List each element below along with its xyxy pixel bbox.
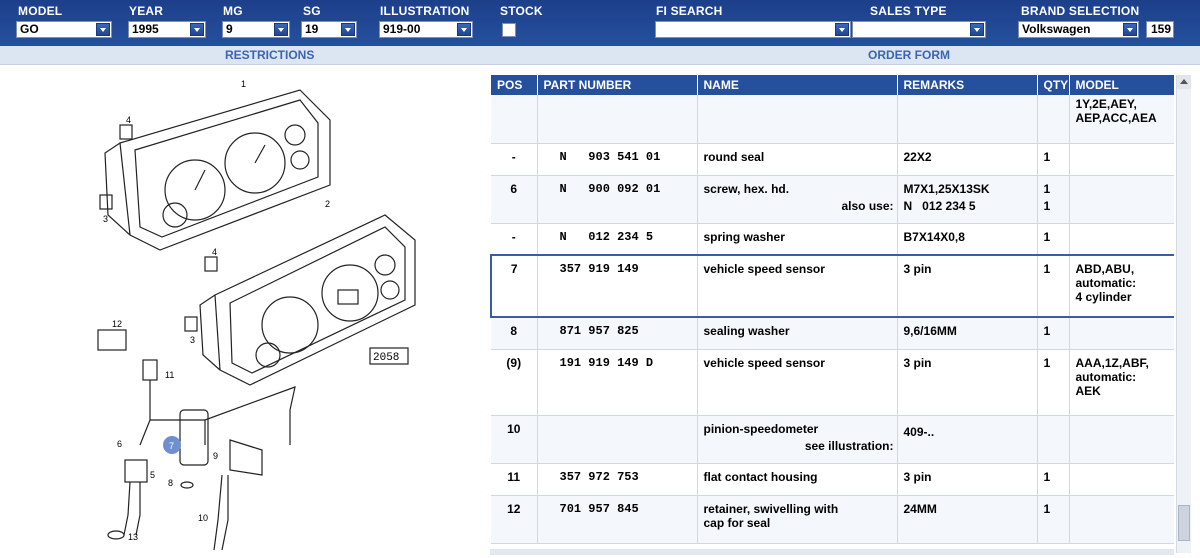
section-header-bar: RESTRICTIONS ORDER FORM: [0, 46, 1200, 65]
fi-search-select[interactable]: [655, 21, 851, 38]
vertical-scrollbar[interactable]: [1176, 75, 1191, 553]
table-row[interactable]: 6 N 900 092 01 screw, hex. hd. also use:…: [491, 175, 1174, 224]
scrollbar-thumb[interactable]: [1178, 505, 1190, 541]
sales-type-select[interactable]: [852, 21, 986, 38]
callout-3b: 3: [190, 335, 195, 345]
brand-code-field[interactable]: 159: [1146, 21, 1174, 38]
chevron-down-icon[interactable]: [190, 23, 204, 36]
col-header-name[interactable]: NAME: [697, 75, 898, 95]
year-label: YEAR: [129, 4, 164, 18]
sg-label: SG: [303, 4, 321, 18]
callout-11: 11: [165, 370, 174, 380]
callout-10: 10: [198, 513, 208, 523]
model-label: MODEL: [18, 4, 63, 18]
callout-7-marker[interactable]: 7: [169, 441, 174, 451]
fi-search-label: FI SEARCH: [656, 4, 723, 18]
callout-2: 2: [325, 199, 330, 209]
sales-type-label: SALES TYPE: [870, 4, 947, 18]
chevron-down-icon[interactable]: [96, 23, 110, 36]
callout-13: 13: [128, 532, 138, 542]
table-row[interactable]: 1Y,2E,AEY, AEP,ACC,AEA: [491, 95, 1174, 144]
sg-select[interactable]: 19: [301, 21, 357, 38]
chevron-down-icon[interactable]: [274, 23, 288, 36]
order-form-heading: ORDER FORM: [868, 48, 950, 62]
table-row[interactable]: 8 871 957 825 sealing washer 9,6/16MM 1: [491, 317, 1174, 350]
scroll-up-icon[interactable]: [1177, 75, 1191, 89]
chevron-down-icon[interactable]: [835, 23, 849, 36]
chevron-down-icon[interactable]: [457, 23, 471, 36]
chevron-down-icon[interactable]: [341, 23, 355, 36]
stock-checkbox[interactable]: [502, 23, 516, 37]
parts-illustration: 1 2 3 3 4 4 5 6 7 8 9 10 11 12 13 2058 7: [0, 65, 488, 555]
col-header-remarks[interactable]: REMARKS: [897, 75, 1038, 95]
model-select[interactable]: GO: [16, 21, 112, 38]
callout-3: 3: [103, 214, 108, 224]
filter-bar: MODEL GO YEAR 1995 MG 9 SG 19 ILLUSTRATI…: [0, 0, 1200, 46]
col-header-part-number[interactable]: PART NUMBER: [537, 75, 698, 95]
col-header-qty[interactable]: QTY: [1037, 75, 1070, 95]
illustration-select[interactable]: 919-00: [379, 21, 473, 38]
callout-12: 12: [112, 319, 122, 329]
col-header-pos[interactable]: POS: [491, 75, 538, 95]
callout-9: 9: [213, 451, 218, 461]
mg-select[interactable]: 9: [222, 21, 290, 38]
mg-label: MG: [223, 4, 243, 18]
table-row[interactable]: - N 012 234 5 spring washer B7X14X0,8 1: [491, 223, 1174, 256]
table-row[interactable]: 12 701 957 845 retainer, swivelling with…: [491, 495, 1174, 544]
callout-4: 4: [126, 115, 131, 125]
callout-1: 1: [241, 79, 246, 89]
table-row[interactable]: 10 pinion-speedometer see illustration: …: [491, 415, 1174, 464]
order-form-table: POS PART NUMBER NAME REMARKS QTY MODEL 1…: [490, 75, 1174, 553]
highlight-callout-marker: [163, 436, 181, 454]
col-header-model[interactable]: MODEL: [1069, 75, 1174, 95]
table-header: POS PART NUMBER NAME REMARKS QTY MODEL: [491, 75, 1174, 95]
stock-label: STOCK: [500, 4, 543, 18]
brand-select[interactable]: Volkswagen: [1018, 21, 1139, 38]
table-row[interactable]: - N 903 541 01 round seal 22X2 1: [491, 143, 1174, 176]
table-row[interactable]: 11 357 972 753 flat contact housing 3 pi…: [491, 463, 1174, 496]
instrument-cluster-drawing: 1 2 3 3 4 4 5 6 7 8 9 10 11 12 13 2058 7: [97, 79, 416, 551]
illustration-label: ILLUSTRATION: [380, 4, 470, 18]
table-row[interactable]: (9) 191 919 149 D vehicle speed sensor 3…: [491, 349, 1174, 416]
restrictions-heading: RESTRICTIONS: [225, 48, 315, 62]
callout-4b: 4: [212, 247, 217, 257]
callout-8: 8: [168, 478, 173, 488]
table-row-selected[interactable]: 7 357 919 149 vehicle speed sensor 3 pin…: [490, 254, 1174, 318]
callout-6: 6: [117, 439, 122, 449]
chevron-down-icon[interactable]: [1123, 23, 1137, 36]
year-select[interactable]: 1995: [128, 21, 206, 38]
horizontal-scrollbar[interactable]: [490, 549, 1174, 555]
brand-selection-label: BRAND SELECTION: [1021, 4, 1140, 18]
odometer-display: 2058: [373, 352, 399, 364]
callout-5: 5: [150, 470, 155, 480]
chevron-down-icon[interactable]: [970, 23, 984, 36]
